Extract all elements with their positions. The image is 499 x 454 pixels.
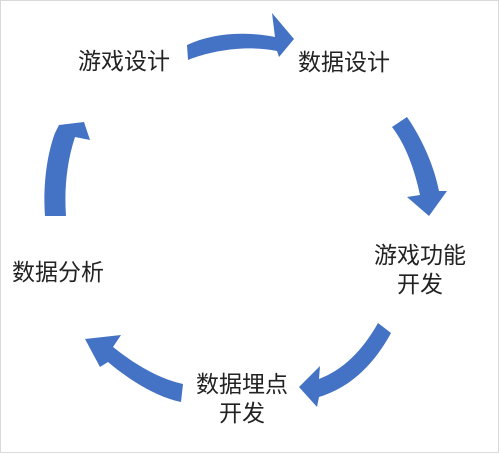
node-feature-dev-line-1: 游戏功能 [374,243,466,269]
node-tracking-dev: 数据埋点 开发 [184,371,300,429]
node-data-design-line-1: 数据设计 [298,50,390,76]
arrow-data-design-to-feature-dev [392,117,447,216]
arrow-game-design-to-data-design [187,13,294,60]
node-game-design-line-1: 游戏设计 [78,49,170,75]
node-tracking-dev-line-1: 数据埋点 [196,372,288,398]
arrow-tracking-dev-to-data-analysis [85,335,183,402]
node-game-design: 游戏设计 [78,48,182,77]
node-data-analysis-line-1: 数据分析 [12,260,104,286]
arrow-feature-dev-to-tracking-dev [299,323,391,407]
node-tracking-dev-line-2: 开发 [219,401,265,427]
node-feature-dev-line-2: 开发 [397,272,443,298]
node-feature-dev: 游戏功能 开发 [364,242,476,300]
arrow-data-analysis-to-game-design [44,122,90,216]
node-data-analysis: 数据分析 [12,259,120,288]
node-data-design: 数据设计 [298,49,402,78]
